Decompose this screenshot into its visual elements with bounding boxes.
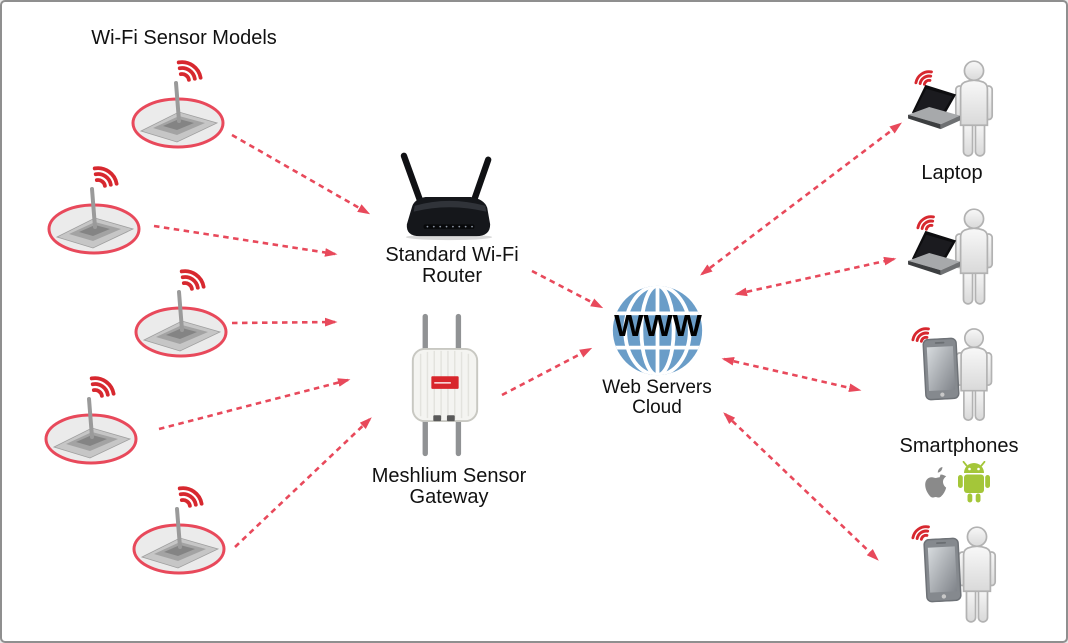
dashed-arrow [234, 417, 372, 548]
diagram-title: Wi-Fi Sensor Models [91, 27, 277, 49]
laptop-icon [906, 228, 964, 278]
smartphones-label: Smartphones [899, 435, 1019, 457]
wifi-sensor-icon [38, 369, 148, 465]
smartphone-icon [920, 337, 961, 401]
www-text: WWW [614, 308, 702, 343]
wifi-signal-icon [909, 210, 936, 233]
laptop-label: Laptop [921, 162, 983, 184]
wifi-signal-icon [904, 520, 931, 543]
apple-logo-icon [919, 462, 949, 500]
wifi-sensor-icon [125, 53, 235, 149]
smartphone-icon [922, 537, 962, 603]
wifi-sensor-icon [128, 262, 238, 358]
wifi-sensor-icon [41, 159, 151, 255]
dashed-arrow [231, 317, 338, 327]
person-icon [955, 526, 999, 624]
laptop-icon [906, 82, 964, 132]
dashed-arrow [231, 133, 371, 215]
bidirectional-dashed-arrow [723, 412, 879, 561]
android-logo-icon [954, 461, 994, 505]
dashed-arrow [153, 224, 338, 257]
wifi-sensor-icon [126, 479, 236, 575]
meshlium-gateway-icon [406, 311, 484, 459]
dashed-arrow [531, 269, 604, 309]
wifi-signal-icon [904, 322, 931, 345]
wifi-signal-icon [907, 65, 934, 88]
dashed-arrow [158, 378, 351, 431]
gateway-label: Meshlium Sensor Gateway [371, 465, 527, 508]
bidirectional-dashed-arrow [734, 256, 897, 297]
wifi-router-icon [390, 147, 508, 245]
bidirectional-dashed-arrow [721, 356, 862, 393]
router-label: Standard Wi-Fi Router [385, 244, 519, 287]
cloud-label: Web Servers Cloud [602, 377, 712, 418]
bidirectional-dashed-arrow [700, 122, 902, 276]
